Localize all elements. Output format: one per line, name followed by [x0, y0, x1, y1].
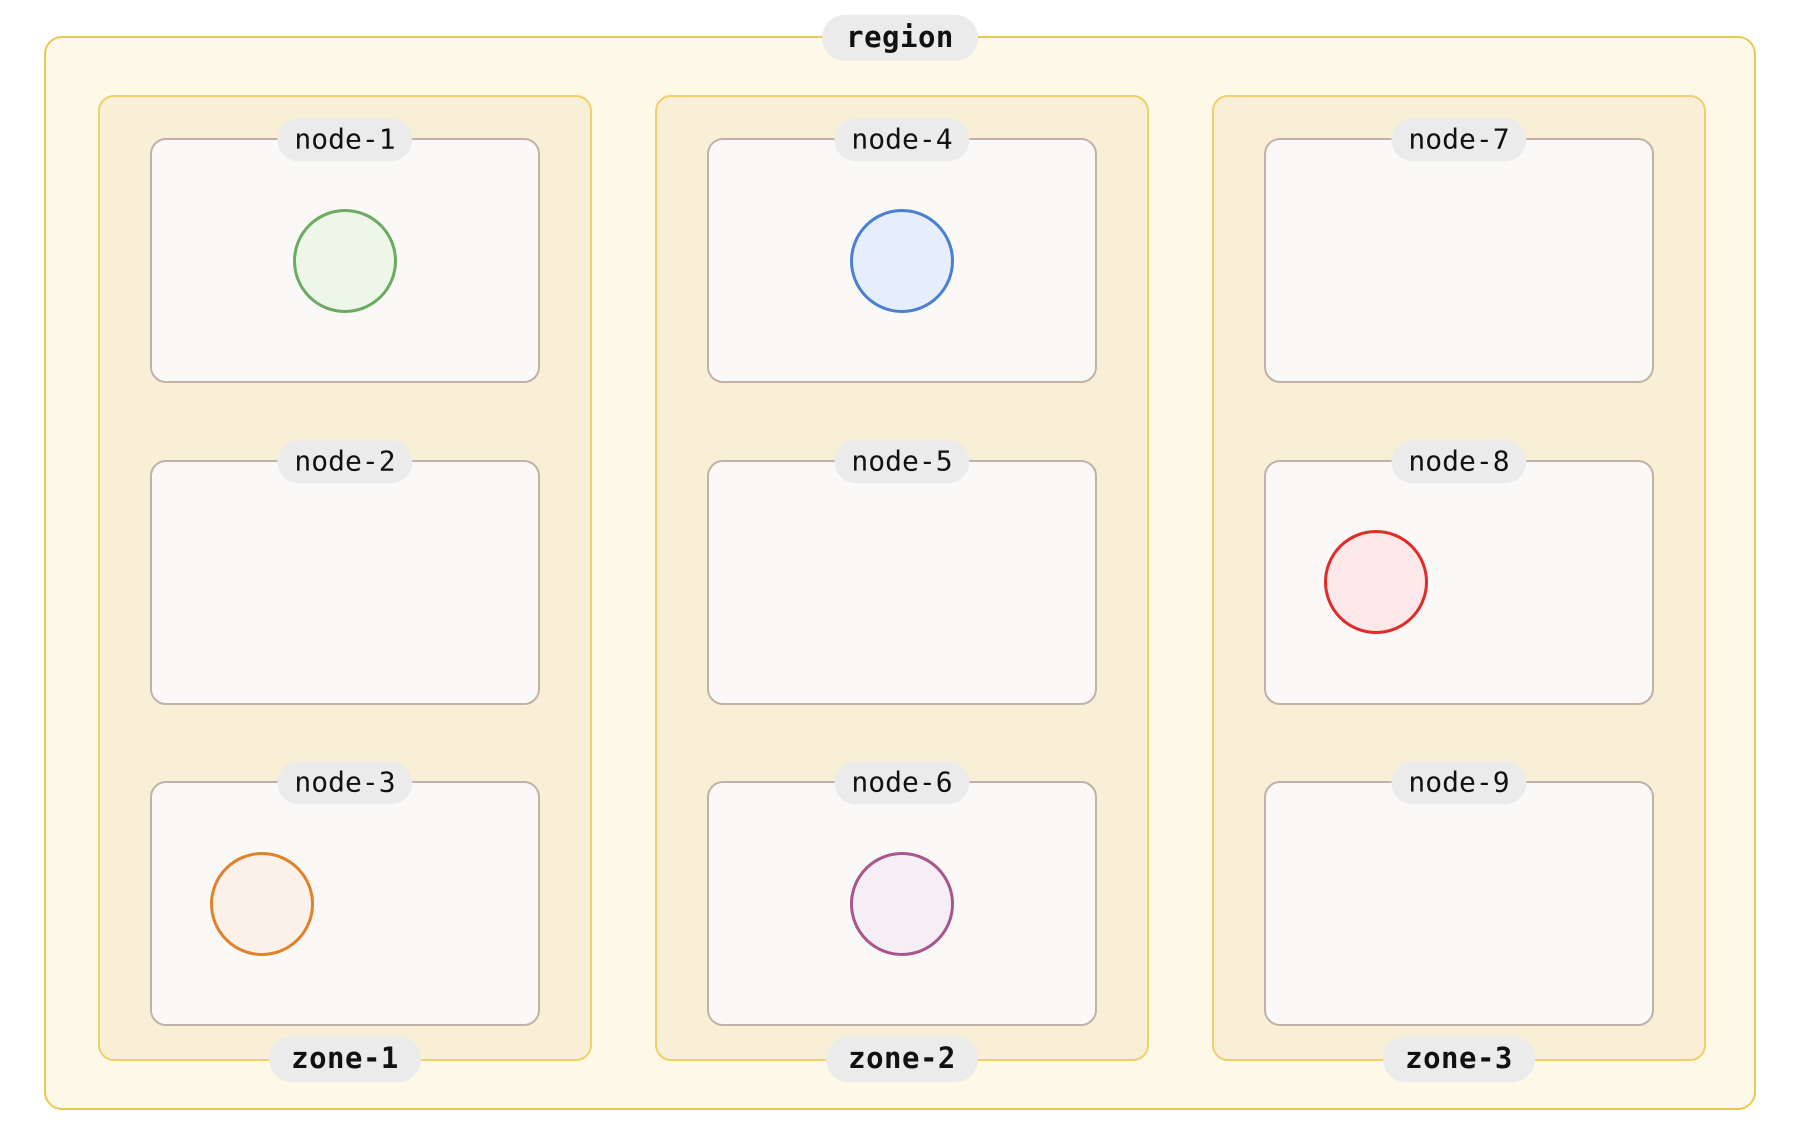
node-label-1: node-1 — [277, 118, 413, 162]
node-marker-circle-3 — [210, 851, 314, 956]
node-card-3[interactable]: node-3 — [150, 761, 540, 1026]
region-label: region — [822, 14, 978, 62]
node-card-4[interactable]: node-4 — [707, 118, 1097, 383]
node-label-6: node-6 — [834, 761, 970, 805]
node-card-2[interactable]: node-2 — [150, 439, 540, 705]
node-card-5[interactable]: node-5 — [707, 439, 1097, 705]
node-card-1[interactable]: node-1 — [150, 118, 540, 383]
node-marker-circle-1 — [293, 208, 397, 313]
node-label-5: node-5 — [834, 439, 970, 484]
zone-label-3: zone-3 — [1383, 1035, 1535, 1083]
region-container[interactable]: region zone-1 node-1 node-2 node-3 — [44, 14, 1756, 1110]
node-marker-circle-4 — [850, 208, 954, 313]
node-card-8[interactable]: node-8 — [1264, 439, 1654, 705]
node-label-2: node-2 — [277, 439, 413, 484]
zone-container-3[interactable]: zone-3 node-7 node-8 node-9 — [1212, 95, 1706, 1083]
node-label-8: node-8 — [1391, 439, 1527, 484]
node-label-3: node-3 — [277, 761, 413, 805]
node-marker-circle-8 — [1324, 530, 1428, 634]
node-label-4: node-4 — [834, 118, 970, 162]
node-marker-circle-6 — [850, 851, 954, 956]
zone-label-2: zone-2 — [826, 1035, 978, 1083]
zone-container-2[interactable]: zone-2 node-4 node-5 node-6 — [655, 95, 1149, 1083]
zone-label-1: zone-1 — [269, 1035, 421, 1083]
node-label-7: node-7 — [1391, 118, 1527, 162]
node-card-6[interactable]: node-6 — [707, 761, 1097, 1026]
node-card-9[interactable]: node-9 — [1264, 761, 1654, 1026]
node-card-7[interactable]: node-7 — [1264, 118, 1654, 383]
zone-container-1[interactable]: zone-1 node-1 node-2 node-3 — [98, 95, 592, 1083]
zones-row: zone-1 node-1 node-2 node-3 zone-2 — [98, 95, 1706, 1083]
node-label-9: node-9 — [1391, 761, 1527, 805]
